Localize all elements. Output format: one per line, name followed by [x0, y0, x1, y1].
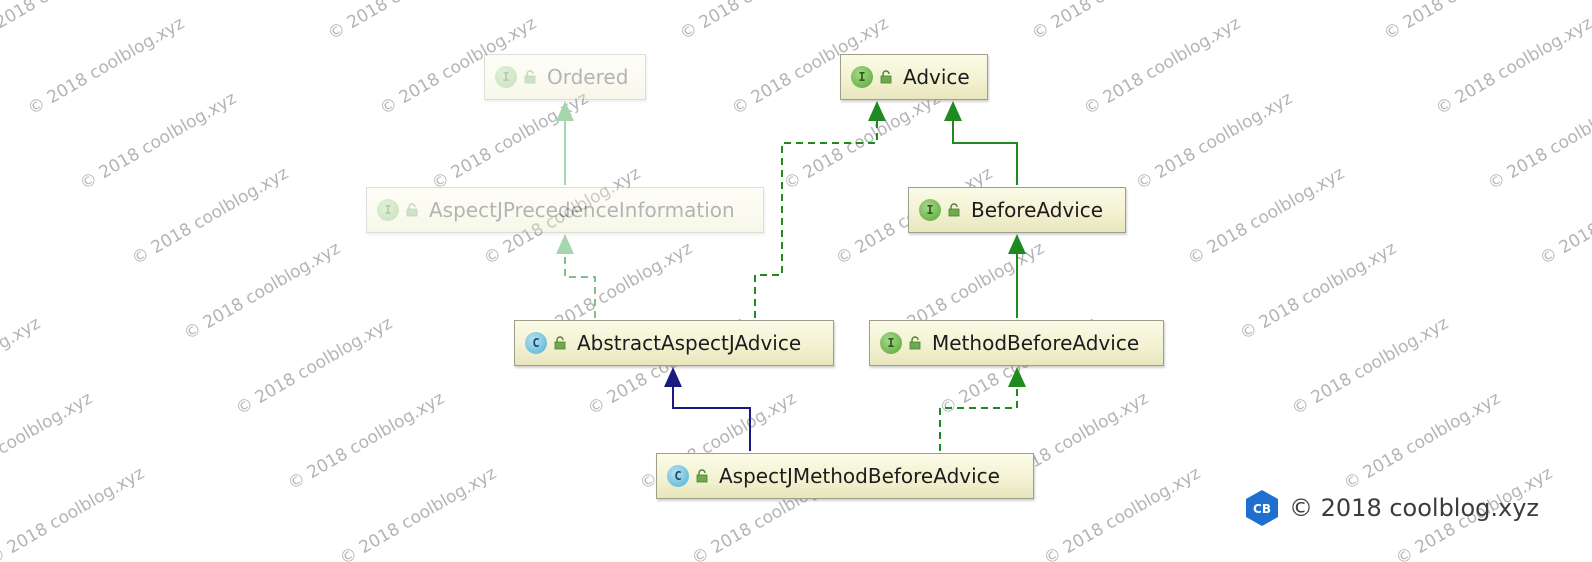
watermark-text: © 2018 coolblog.xyz [0, 388, 96, 494]
interface-icon: I [851, 66, 873, 88]
watermark-text: © 2018 coolblog.xyz [1341, 388, 1504, 494]
lock-icon [909, 336, 921, 350]
watermark-text: © 2018 coolblog.xyz [285, 388, 448, 494]
lock-icon [406, 203, 418, 217]
watermark-text: © 2018 coolblog.xyz [337, 463, 500, 562]
edge-arrowhead [1008, 367, 1026, 387]
watermark-text: © 2018 coolblog.xyz [25, 13, 188, 119]
inheritance-edges [556, 101, 1026, 451]
edge-arrowhead [944, 101, 962, 121]
lock-icon [696, 469, 708, 483]
node-label: MethodBeforeAdvice [932, 331, 1140, 355]
node-advice[interactable]: I Advice [840, 54, 988, 100]
watermark-text: © 2018 coolblog.xyz [1185, 163, 1348, 269]
node-method-before-advice[interactable]: I MethodBeforeAdvice [869, 320, 1164, 366]
watermark-text: © 2018 coolblog.xyz [181, 238, 344, 344]
watermark-text: © 2018 coolblog.xyz [1289, 313, 1452, 419]
watermark-text: © 2018 coolblog.xyz [1133, 88, 1296, 194]
node-ordered[interactable]: I Ordered [484, 54, 646, 100]
edge-arrowhead [556, 101, 574, 121]
lock-icon [880, 70, 892, 84]
watermark-text: © 2018 coolblog.xyz [429, 88, 592, 194]
node-label: BeforeAdvice [971, 198, 1104, 222]
edge-arrowhead [556, 234, 574, 254]
watermark-text: © 2018 coolblog.xyz [1537, 163, 1592, 269]
watermark-text: © 2018 coolblog.xyz [0, 463, 148, 562]
watermark-text: © 2018 coolblog.xyz [77, 88, 240, 194]
credit-text: © 2018 coolblog.xyz [1289, 494, 1540, 522]
node-aspectj-method-before-advice[interactable]: C AspectJMethodBeforeAdvice [656, 453, 1034, 499]
edge-arrowhead [664, 367, 682, 387]
watermark-text: © 2018 coolblog.xyz [0, 313, 44, 419]
class-icon: C [525, 332, 547, 354]
node-label: AspectJPrecedenceInformation [429, 198, 735, 222]
watermark-text: © 2018 coolblog.xyz [233, 313, 396, 419]
watermark-text: © 2018 coolblog.xyz [1081, 13, 1244, 119]
watermark-text: © 2018 coolblog.xyz [1237, 238, 1400, 344]
watermark-text: © 2018 coolblog.xyz [325, 0, 488, 44]
interface-icon: I [919, 199, 941, 221]
watermark-text: © 2018 coolblog.xyz [0, 0, 136, 44]
edge-aspectj-method-before-advice-to-abstract-advice [672, 385, 751, 451]
watermark-text: © 2018 coolblog.xyz [1041, 463, 1204, 562]
edge-abstract-advice-to-advice [754, 120, 878, 318]
edge-arrowhead [868, 101, 886, 121]
lock-icon [554, 336, 566, 350]
coolblog-logo-icon: CB [1246, 490, 1278, 526]
node-before-advice[interactable]: I BeforeAdvice [908, 187, 1126, 233]
node-abstract-aspectj-advice[interactable]: C AbstractAspectJAdvice [514, 320, 834, 366]
interface-icon: I [377, 199, 399, 221]
lock-icon [524, 70, 536, 84]
watermark-text: © 2018 coolblog.xyz [1029, 0, 1192, 44]
interface-icon: I [880, 332, 902, 354]
watermark-text: © 2018 coolblog.xyz [1589, 238, 1592, 344]
edge-before-advice-to-advice [952, 120, 1018, 185]
watermark-text: © 2018 coolblog.xyz [1433, 13, 1592, 119]
credit: CB © 2018 coolblog.xyz [1245, 488, 1539, 528]
node-label: AbstractAspectJAdvice [577, 331, 802, 355]
watermark-text: © 2018 coolblog.xyz [781, 88, 944, 194]
class-icon: C [667, 465, 689, 487]
node-label: Advice [903, 65, 970, 89]
logo-text: CB [1253, 502, 1271, 516]
lock-icon [948, 203, 960, 217]
node-aspectj-precedence-information[interactable]: I AspectJPrecedenceInformation [366, 187, 764, 233]
edge-arrowhead [1008, 234, 1026, 254]
watermark-text: © 2018 coolblog.xyz [1381, 0, 1544, 44]
node-label: Ordered [547, 65, 629, 89]
interface-icon: I [495, 66, 517, 88]
watermark-text: © 2018 coolblog.xyz [129, 163, 292, 269]
watermark-text: © 2018 coolblog.xyz [1485, 88, 1592, 194]
watermark-text: © 2018 coolblog.xyz [677, 0, 840, 44]
node-label: AspectJMethodBeforeAdvice [719, 464, 1000, 488]
